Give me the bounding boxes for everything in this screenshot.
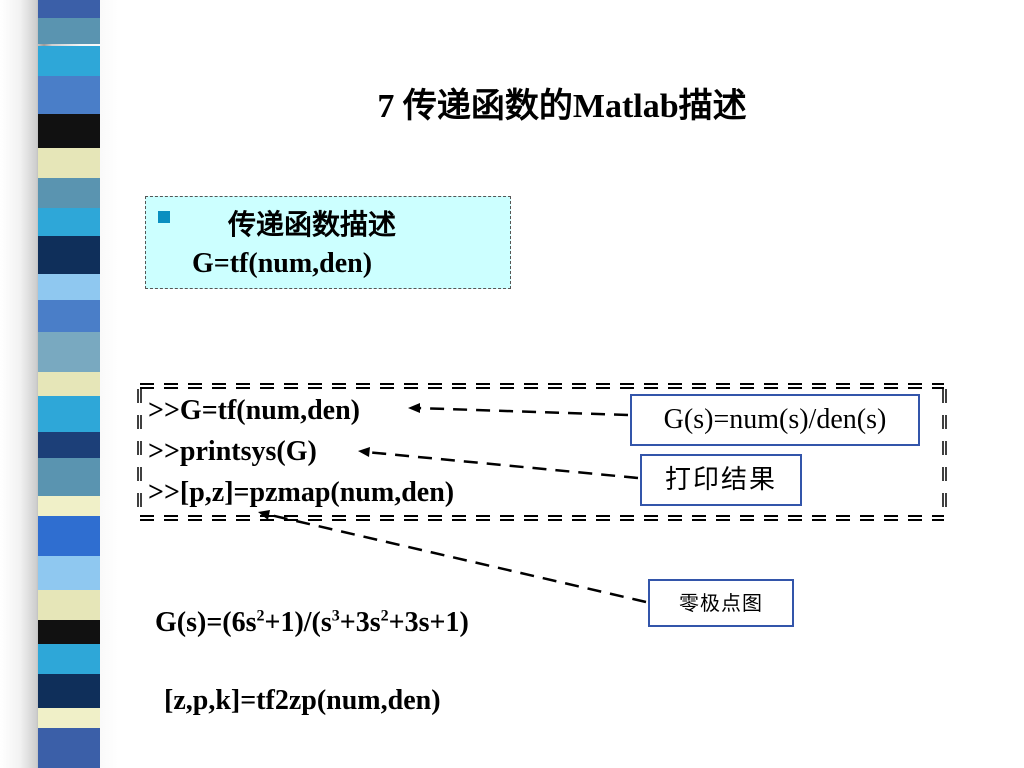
- color-block: [38, 208, 100, 236]
- callout-pole-zero-plot: 零极点图: [648, 579, 794, 627]
- color-block: [38, 236, 100, 274]
- color-block: [38, 590, 100, 620]
- color-block: [38, 458, 100, 496]
- color-block: [38, 496, 100, 516]
- color-block: [38, 432, 100, 458]
- color-block: [38, 396, 100, 432]
- arrowhead-icon: [408, 403, 420, 413]
- command-line-printsys: >>printsys(G): [148, 436, 317, 467]
- command-line-pzmap: >>[p,z]=pzmap(num,den): [148, 477, 455, 508]
- callout-formula: G(s)=num(s)/den(s): [630, 394, 920, 446]
- color-block: [38, 728, 100, 768]
- arrow-to-tf: [415, 406, 629, 417]
- color-block: [38, 516, 100, 556]
- callout-print-result: 打印结果: [640, 454, 802, 506]
- decorative-left-strip: [0, 0, 120, 768]
- definition-syntax: G=tf(num,den): [192, 248, 373, 279]
- color-block: [38, 76, 100, 114]
- color-block: [38, 18, 100, 44]
- color-block: [38, 372, 100, 396]
- color-block: [38, 148, 100, 178]
- color-block: [38, 178, 100, 208]
- arrowhead-icon: [358, 447, 370, 457]
- tf2zp-command: [z,p,k]=tf2zp(num,den): [164, 685, 441, 716]
- color-block: [38, 0, 100, 18]
- color-block: [38, 674, 100, 708]
- color-block: [38, 620, 100, 644]
- arrow-to-printsys: [365, 450, 639, 480]
- square-bullet-icon: [158, 211, 170, 223]
- arrowhead-icon: [258, 510, 270, 520]
- definition-box: 传递函数描述 G=tf(num,den): [145, 196, 511, 289]
- color-block: [38, 332, 100, 372]
- color-block: [38, 46, 100, 76]
- color-block: [38, 556, 100, 590]
- color-block: [38, 300, 100, 332]
- color-block: [38, 114, 100, 148]
- slide-title: 7 传递函数的Matlab描述: [377, 88, 747, 125]
- color-block-column: [38, 0, 100, 768]
- transfer-function-formula: G(s)=(6s2+1)/(s3+3s2+3s+1): [155, 607, 469, 638]
- color-block: [38, 274, 100, 300]
- color-block: [38, 708, 100, 728]
- definition-heading: 传递函数描述: [228, 208, 397, 241]
- arrow-to-pzmap: [265, 512, 647, 604]
- command-line-tf: >>G=tf(num,den): [148, 395, 360, 426]
- color-block: [38, 644, 100, 674]
